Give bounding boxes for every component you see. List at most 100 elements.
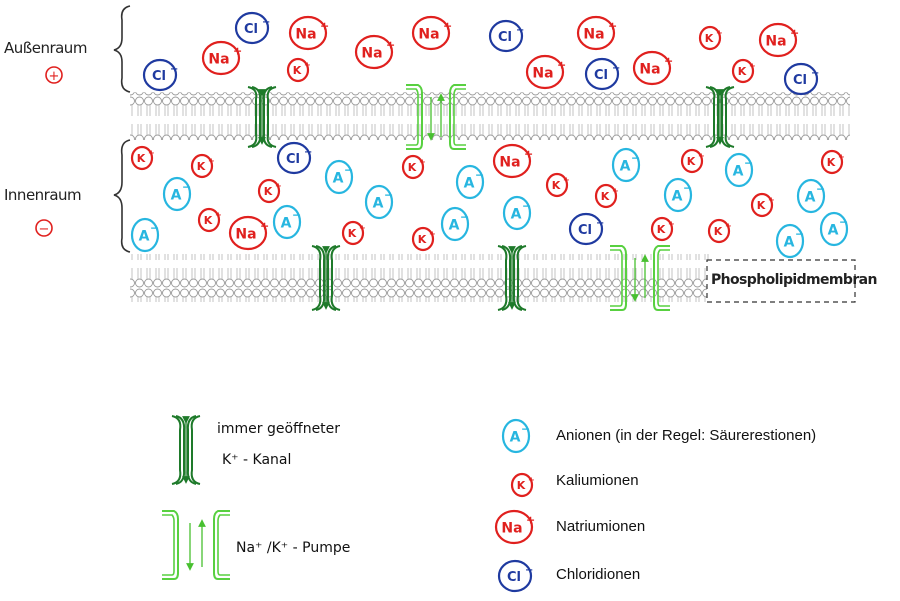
svg-text:+: + (698, 151, 705, 160)
svg-text:A: A (464, 175, 475, 191)
svg-text:−: − (631, 152, 640, 165)
svg-text:+: + (49, 69, 60, 84)
svg-text:K: K (552, 179, 561, 192)
svg-text:+: + (526, 514, 535, 527)
outside-label: Außenraum (4, 39, 87, 57)
na-k-pump (406, 84, 466, 150)
svg-text:A: A (620, 158, 631, 174)
svg-text:+: + (320, 20, 329, 33)
svg-text:−: − (262, 17, 270, 28)
svg-text:Cl: Cl (152, 69, 166, 84)
svg-text:−: − (39, 222, 50, 237)
potassium-ion-icon: K+ (650, 216, 675, 242)
svg-text:K: K (418, 233, 427, 246)
svg-text:−: − (475, 169, 484, 182)
svg-text:+: + (664, 55, 673, 68)
svg-text:−: − (292, 209, 301, 222)
anion-icon: A− (324, 159, 353, 195)
legend-potassium-label: Kaliumionen (556, 472, 639, 489)
potassium-ion-icon: K+ (545, 172, 570, 198)
svg-text:+: + (524, 148, 533, 161)
svg-text:A: A (373, 195, 384, 211)
svg-text:+: + (429, 229, 436, 238)
svg-text:+: + (557, 59, 566, 72)
svg-text:A: A (171, 187, 182, 203)
svg-text:−: − (612, 63, 620, 74)
chloride-ion-icon: Cl− (142, 58, 178, 92)
legend-k-channel-icon (171, 415, 201, 485)
k-channel (311, 245, 341, 311)
svg-text:Na: Na (295, 26, 316, 42)
anion-icon: A− (162, 176, 191, 212)
svg-text:A: A (805, 189, 816, 205)
svg-text:Cl: Cl (793, 73, 807, 88)
svg-text:K: K (601, 190, 610, 203)
legend-anion-label: Anionen (in der Regel: Säurerestionen) (556, 427, 817, 444)
potassium-ion-icon: K+ (594, 183, 619, 209)
na-k-pump (610, 245, 670, 311)
svg-text:Na: Na (765, 33, 786, 49)
svg-text:−: − (344, 164, 353, 177)
svg-text:−: − (182, 181, 191, 194)
chloride-ion-icon: Cl− (497, 559, 533, 593)
svg-text:K: K (293, 64, 302, 77)
svg-text:K: K (517, 479, 526, 492)
chloride-ion-icon: Cl− (568, 212, 604, 246)
membrane-label: Phospholipidmembran (711, 272, 877, 288)
svg-text:−: − (839, 216, 848, 229)
svg-text:−: − (304, 147, 312, 158)
svg-text:K: K (714, 225, 723, 238)
svg-text:−: − (816, 183, 825, 196)
inside-negative-sign: − (35, 219, 53, 237)
potassium-ion-icon: K+ (698, 25, 723, 51)
svg-text:K: K (657, 223, 666, 236)
svg-text:−: − (795, 228, 804, 241)
svg-text:K: K (827, 156, 836, 169)
svg-text:+: + (608, 20, 617, 33)
svg-text:K: K (264, 185, 273, 198)
anion-icon: A− (775, 223, 804, 259)
svg-text:+: + (215, 210, 222, 219)
svg-text:−: − (596, 218, 604, 229)
svg-text:Cl: Cl (594, 68, 608, 83)
svg-text:A: A (281, 215, 292, 231)
potassium-ion-icon: K+ (341, 220, 366, 246)
outside-positive-sign: + (45, 66, 63, 84)
svg-text:−: − (384, 189, 393, 202)
ion-layer: Cl−Na+Na+K+Cl−Na+Na+Cl−Na+Na+Cl−Na+K+Na+… (130, 11, 848, 593)
svg-text:+: + (716, 28, 723, 37)
legend-sodium-label: Natriumionen (556, 518, 646, 535)
sodium-ion-icon: Na+ (354, 34, 395, 70)
svg-text:−: − (744, 157, 753, 170)
svg-text:Cl: Cl (578, 223, 592, 238)
chloride-ion-icon: Cl− (234, 11, 270, 45)
legend-chloride-label: Chloridionen (556, 566, 641, 583)
svg-text:+: + (386, 39, 395, 52)
anion-icon: A− (819, 211, 848, 247)
sodium-ion-icon: Na+ (494, 509, 535, 545)
anion-icon: A− (501, 418, 530, 454)
sodium-ion-icon: Na+ (632, 50, 673, 86)
potassium-ion-icon: K+ (820, 149, 845, 175)
k-channel (705, 86, 735, 148)
svg-text:A: A (672, 188, 683, 204)
k-channel (247, 86, 277, 148)
svg-text:K: K (197, 160, 206, 173)
svg-text:K: K (408, 161, 417, 174)
sodium-ion-icon: Na+ (228, 215, 269, 251)
anion-icon: A− (724, 152, 753, 188)
svg-text:+: + (208, 156, 215, 165)
svg-text:−: − (521, 423, 530, 436)
potassium-ion-icon: K+ (707, 218, 732, 244)
svg-text:K: K (687, 155, 696, 168)
sodium-ion-icon: Na+ (525, 54, 566, 90)
svg-text:+: + (148, 148, 155, 157)
svg-text:A: A (333, 170, 344, 186)
svg-text:−: − (170, 64, 178, 75)
anion-icon: A− (440, 206, 469, 242)
potassium-ion-icon: K+ (731, 58, 756, 84)
svg-text:Na: Na (235, 226, 256, 242)
svg-text:K: K (348, 227, 357, 240)
sodium-ion-icon: Na+ (576, 15, 617, 51)
